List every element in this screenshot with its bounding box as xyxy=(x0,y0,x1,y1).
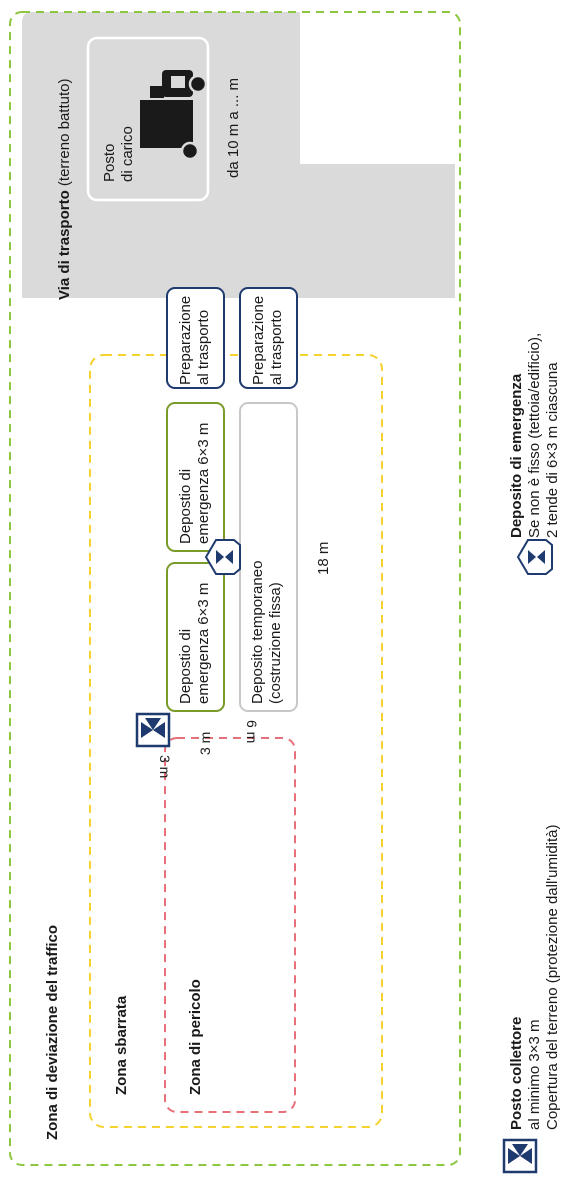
collector-point-symbol xyxy=(135,712,171,748)
length-dimension-label: 18 m xyxy=(315,542,332,575)
emergency-storage-2-line2: emergenza 6×3 m xyxy=(195,423,212,544)
legend-collector-line2: Copertura del terreno (protezione dall'u… xyxy=(544,824,561,1130)
legend-collector-icon xyxy=(502,1138,538,1174)
restricted-zone-label: Zona sbarrata xyxy=(113,995,130,1095)
transport-prep-1-line1: Preparazione xyxy=(177,296,194,385)
emergency-storage-1-line1: Depostio di xyxy=(177,629,194,704)
transport-prep-2-line2: al trasporto xyxy=(268,310,285,385)
loading-distance-label: da 10 m a ... m xyxy=(225,78,242,178)
collector-width-label: 3 m xyxy=(197,732,213,755)
temporary-storage-line2: (costruzione fissa) xyxy=(267,582,284,704)
danger-zone-label: Zona di pericolo xyxy=(187,979,204,1095)
emergency-storage-box-2 xyxy=(166,402,225,552)
loading-station-line1: Posto xyxy=(101,144,118,182)
legend-emergency-title: Deposito di emergenza xyxy=(508,373,525,538)
legend-emergency-icon xyxy=(517,539,553,575)
site-boundary xyxy=(9,11,461,1166)
depth-dimension-label: 6 m xyxy=(244,720,260,743)
truck-icon xyxy=(140,70,208,161)
emergency-storage-2-line1: Depostio di xyxy=(177,469,194,544)
transport-prep-box-2 xyxy=(239,287,298,389)
traffic-diversion-label: Zona di deviazione del traffico xyxy=(44,925,61,1140)
emergency-storage-1-line2: emergenza 6×3 m xyxy=(195,583,212,704)
emergency-storage-box-1 xyxy=(166,562,225,712)
road-cutout xyxy=(300,12,455,164)
diagram-labels: Zona di deviazione del traffico Via di t… xyxy=(44,78,332,1140)
transport-prep-1-line2: al trasporto xyxy=(195,310,212,385)
legend-collector-title: Posto collettore xyxy=(508,1017,525,1130)
loading-station-line2: di carico xyxy=(119,126,136,182)
legend-emergency-line2: 2 tende di 6×3 m ciascuna xyxy=(544,362,561,538)
transport-prep-box-1 xyxy=(166,287,225,389)
temporary-storage-line1: Deposito temporaneo xyxy=(249,561,266,704)
transport-route-label: Via di trasporto (terreno battuto) xyxy=(56,79,73,300)
danger-zone-outline xyxy=(164,737,296,1113)
restricted-zone-outline xyxy=(89,354,383,1128)
legend-emergency-line1: Se non è fisso (tettoia/edificio), xyxy=(526,333,543,538)
collector-height-label: 3 m xyxy=(157,755,173,778)
legend: Posto collettore al minimo 3×3 m Copertu… xyxy=(502,333,561,1174)
legend-collector-line1: al minimo 3×3 m xyxy=(526,1020,543,1130)
transport-prep-2-line1: Preparazione xyxy=(250,296,267,385)
